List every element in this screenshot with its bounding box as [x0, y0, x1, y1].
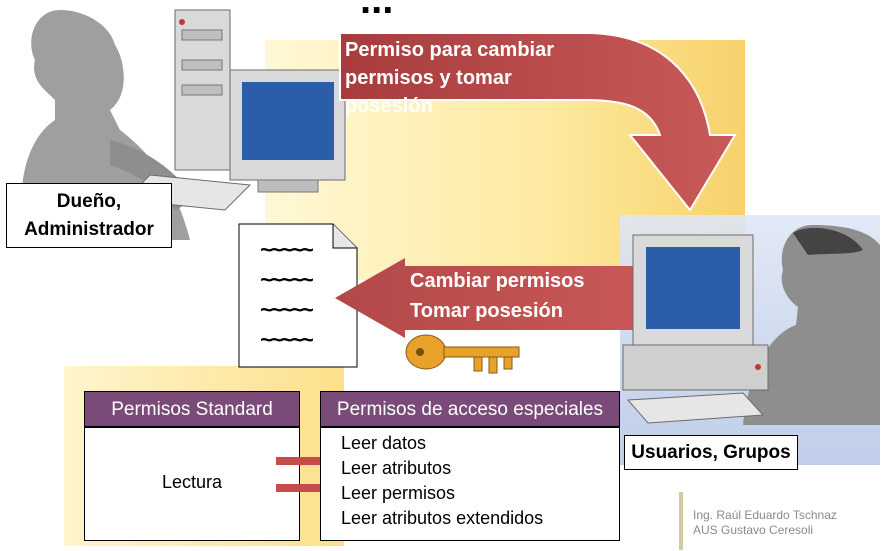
arrow-top-line-3: posesión — [345, 95, 433, 117]
document-line: ~~~~~ — [260, 299, 314, 324]
credits-line-2: AUS Gustavo Ceresoli — [693, 523, 814, 537]
cropped-title: ... — [360, 0, 394, 22]
arrow-middle-line-2: Tomar posesión — [410, 300, 563, 322]
special-permission-item: Leer datos — [341, 433, 427, 453]
special-permission-item: Leer atributos extendidos — [341, 508, 544, 528]
arrow-top-line-1: Permiso para cambiar — [345, 39, 554, 61]
document-lines: ~~~~~ ~~~~~ ~~~~~ ~~~~~ — [238, 223, 358, 368]
key-icon — [405, 334, 520, 374]
document-line: ~~~~~ — [260, 239, 314, 264]
owner-label-line-1: Dueño, — [56, 191, 122, 212]
owner-label: Dueño, Administrador — [6, 183, 172, 248]
user-illustration — [622, 225, 880, 425]
credits: Ing. Raúl Eduardo Tschnaz AUS Gustavo Ce… — [693, 508, 837, 538]
owner-label-line-2: Administrador — [24, 219, 154, 240]
change-permissions-arrow — [335, 258, 633, 338]
administrator-illustration — [21, 9, 346, 240]
arrow-top-text: Permiso para cambiar permisos y tomar po… — [345, 36, 554, 120]
arrow-top-line-2: permisos y tomar — [345, 67, 512, 89]
standard-permissions-header: Permisos Standard — [84, 391, 300, 427]
users-label: Usuarios, Grupos — [624, 435, 798, 470]
arrow-middle-text: Cambiar permisos Tomar posesión — [410, 266, 585, 326]
document-line: ~~~~~ — [260, 269, 314, 294]
permission-arrow-curved — [339, 32, 737, 212]
credits-bar — [679, 492, 683, 550]
special-permission-item: Leer permisos — [341, 483, 456, 503]
special-permissions-header: Permisos de acceso especiales — [320, 391, 620, 427]
special-permission-item: Leer atributos — [341, 458, 452, 478]
document-line: ~~~~~ — [260, 329, 314, 354]
credits-line-1: Ing. Raúl Eduardo Tschnaz — [693, 508, 837, 522]
standard-permissions-body: Lectura — [84, 427, 300, 541]
equals-sign-top — [276, 457, 333, 465]
special-permissions-body: Leer datos Leer atributos Leer permisos … — [320, 427, 620, 541]
arrow-middle-line-1: Cambiar permisos — [410, 270, 585, 292]
equals-sign-bottom — [276, 484, 333, 492]
standard-permission-value: Lectura — [161, 472, 223, 492]
